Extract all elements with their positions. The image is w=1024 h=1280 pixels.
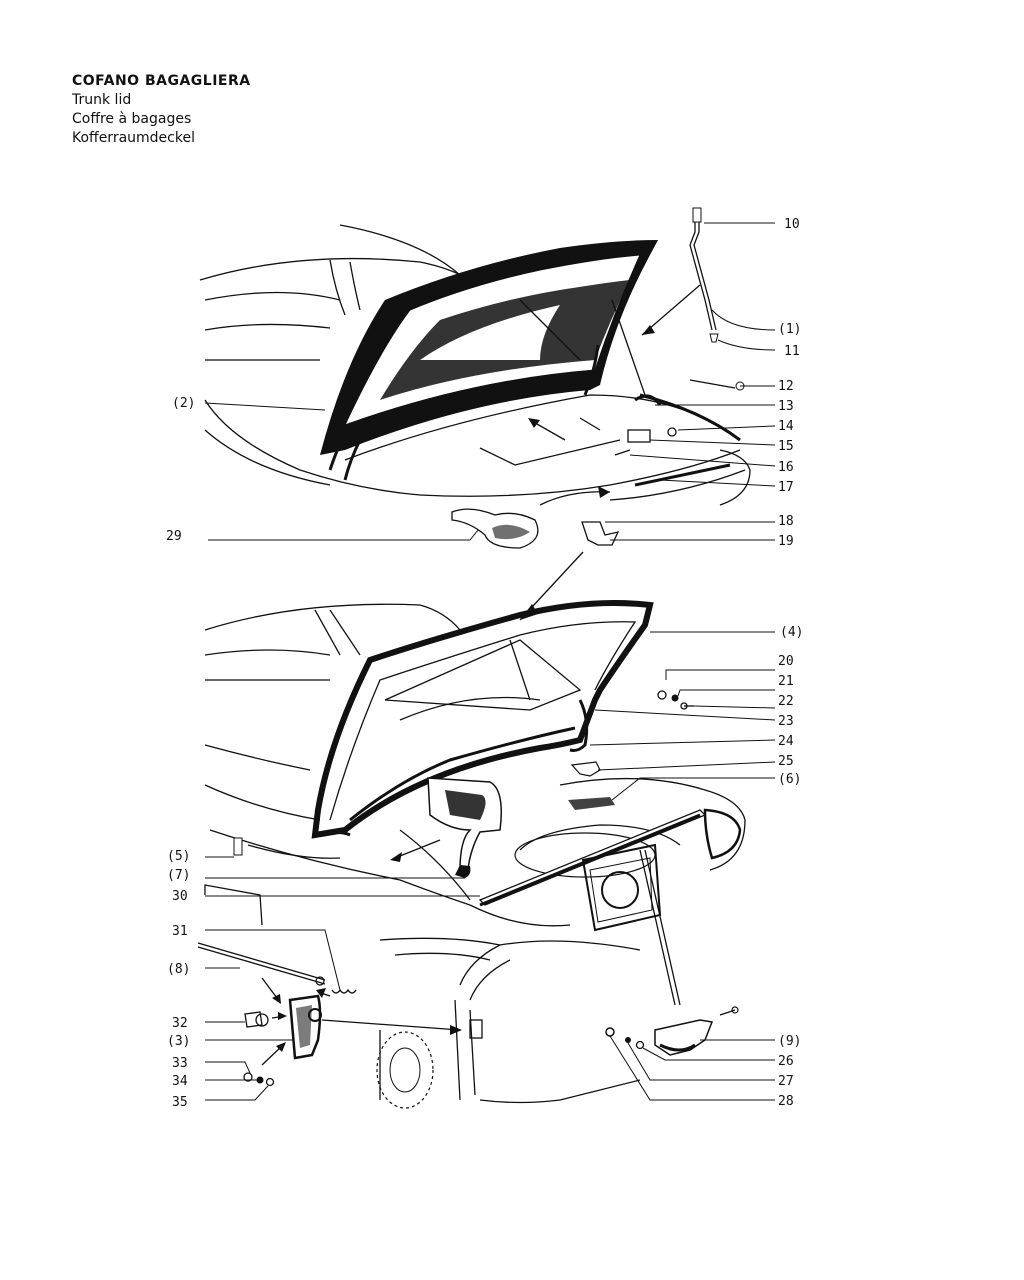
- part-label-25: 25: [778, 754, 794, 769]
- part-label-27: 27: [778, 1074, 794, 1089]
- part-label-35: 35: [172, 1095, 188, 1110]
- part-label-33: 33: [172, 1056, 188, 1071]
- part-label-3: (3): [167, 1034, 190, 1049]
- part-label-13: 13: [778, 399, 794, 414]
- title-block: COFANO BAGAGLIERA Trunk lid Coffre à bag…: [72, 72, 251, 148]
- part-label-15: 15: [778, 439, 794, 454]
- part-label-30: 30: [172, 889, 188, 904]
- part-label-23: 23: [778, 714, 794, 729]
- part-label-17: 17: [778, 480, 794, 495]
- part-label-28: 28: [778, 1094, 794, 1109]
- part-label-2: (2): [172, 396, 195, 411]
- part-label-24: 24: [778, 734, 794, 749]
- part-label-31: 31: [172, 924, 188, 939]
- leader-lines: [204, 222, 776, 1101]
- part-label-22: 22: [778, 694, 794, 709]
- part-label-19: 19: [778, 534, 794, 549]
- title-italian: COFANO BAGAGLIERA: [72, 73, 251, 89]
- top-car-illustration: [199, 207, 751, 549]
- part-label-6: (6): [778, 772, 801, 787]
- middle-car-illustration: [204, 551, 746, 927]
- part-label-9: (9): [778, 1034, 801, 1049]
- part-label-32: 32: [172, 1016, 188, 1031]
- title-english: Trunk lid: [72, 92, 132, 108]
- bottom-lock-illustration: [197, 843, 739, 1109]
- part-label-10: 10: [784, 217, 800, 232]
- title-german: Kofferraumdeckel: [72, 130, 195, 146]
- part-label-21: 21: [778, 674, 794, 689]
- part-label-5: (5): [167, 849, 190, 864]
- part-label-14: 14: [778, 419, 794, 434]
- part-label-8: (8): [167, 962, 190, 977]
- part-label-12: 12: [778, 379, 794, 394]
- part-label-29: 29: [166, 529, 182, 544]
- part-label-4: (4): [780, 625, 803, 640]
- part-label-11: 11: [784, 344, 800, 359]
- title-french: Coffre à bagages: [72, 111, 192, 127]
- part-label-26: 26: [778, 1054, 794, 1069]
- part-label-18: 18: [778, 514, 794, 529]
- part-labels: 10 (1) 11 12 13 14 15 16 17 18 19 (2) 29…: [166, 217, 803, 1110]
- part-label-20: 20: [778, 654, 794, 669]
- part-label-1: (1): [778, 322, 801, 337]
- part-label-7: (7): [167, 868, 190, 883]
- part-label-34: 34: [172, 1074, 188, 1089]
- part-label-16: 16: [778, 460, 794, 475]
